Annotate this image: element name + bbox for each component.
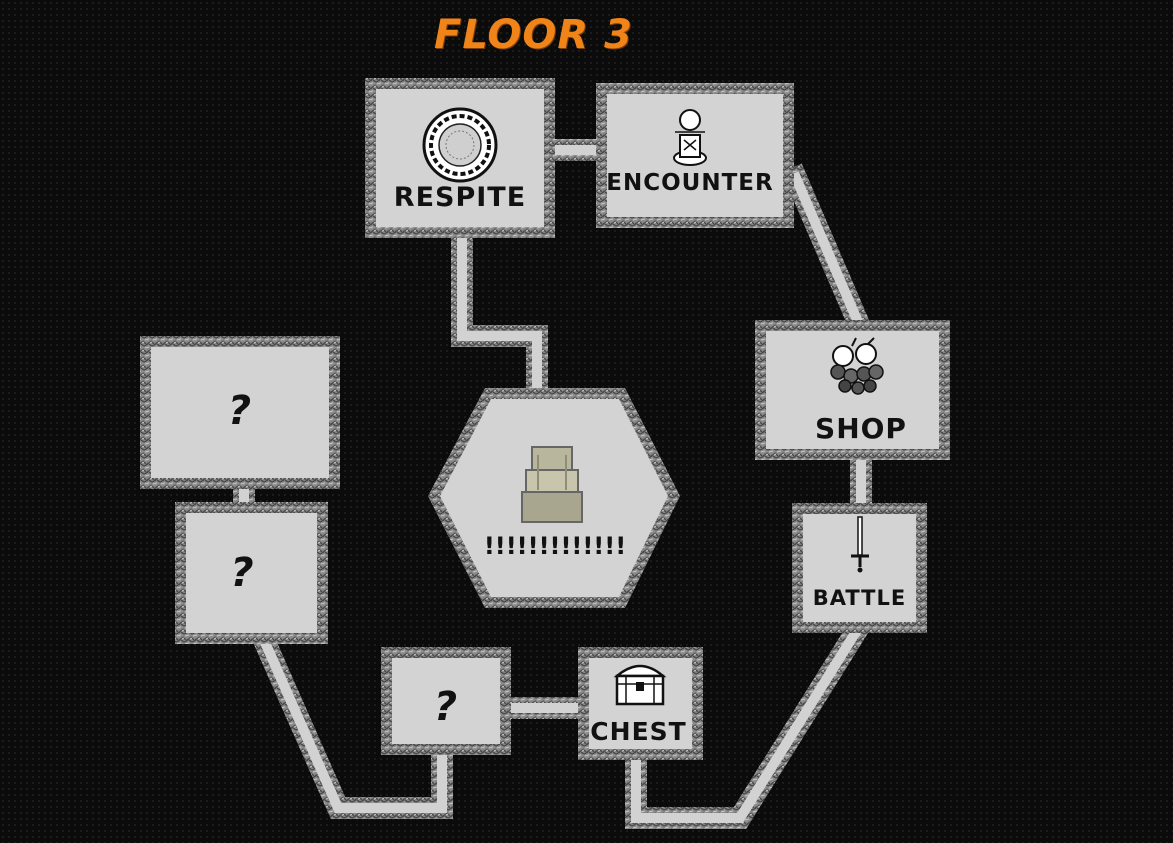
fountain-icon [422,107,498,183]
sword-icon [851,516,869,573]
statue-icon [673,109,707,166]
room-label-respite: RESPITE [393,182,527,213]
floor-title: FLOOR 3 [434,12,633,58]
room-label-boss: !!!!!!!!!!!!! [483,532,627,560]
room-label-encounter: ENCOUNTER [606,170,774,196]
throne-icon [521,446,583,523]
room-label-unknown-top: ? [227,388,253,434]
corridors [233,139,873,829]
room-label-battle: BATTLE [812,586,907,610]
room-label-chest: CHEST [590,717,687,746]
room-battle[interactable] [792,503,927,633]
room-label-shop: SHOP [815,412,907,445]
room-label-unknown-mid: ? [230,550,255,596]
chest-icon [613,664,667,706]
room-label-unknown-bottom: ? [433,684,459,730]
room-unknown-top[interactable] [140,336,340,489]
fruit-icon [830,337,884,395]
room-unknown-bottom[interactable] [381,647,511,755]
room-unknown-mid[interactable] [175,502,328,644]
